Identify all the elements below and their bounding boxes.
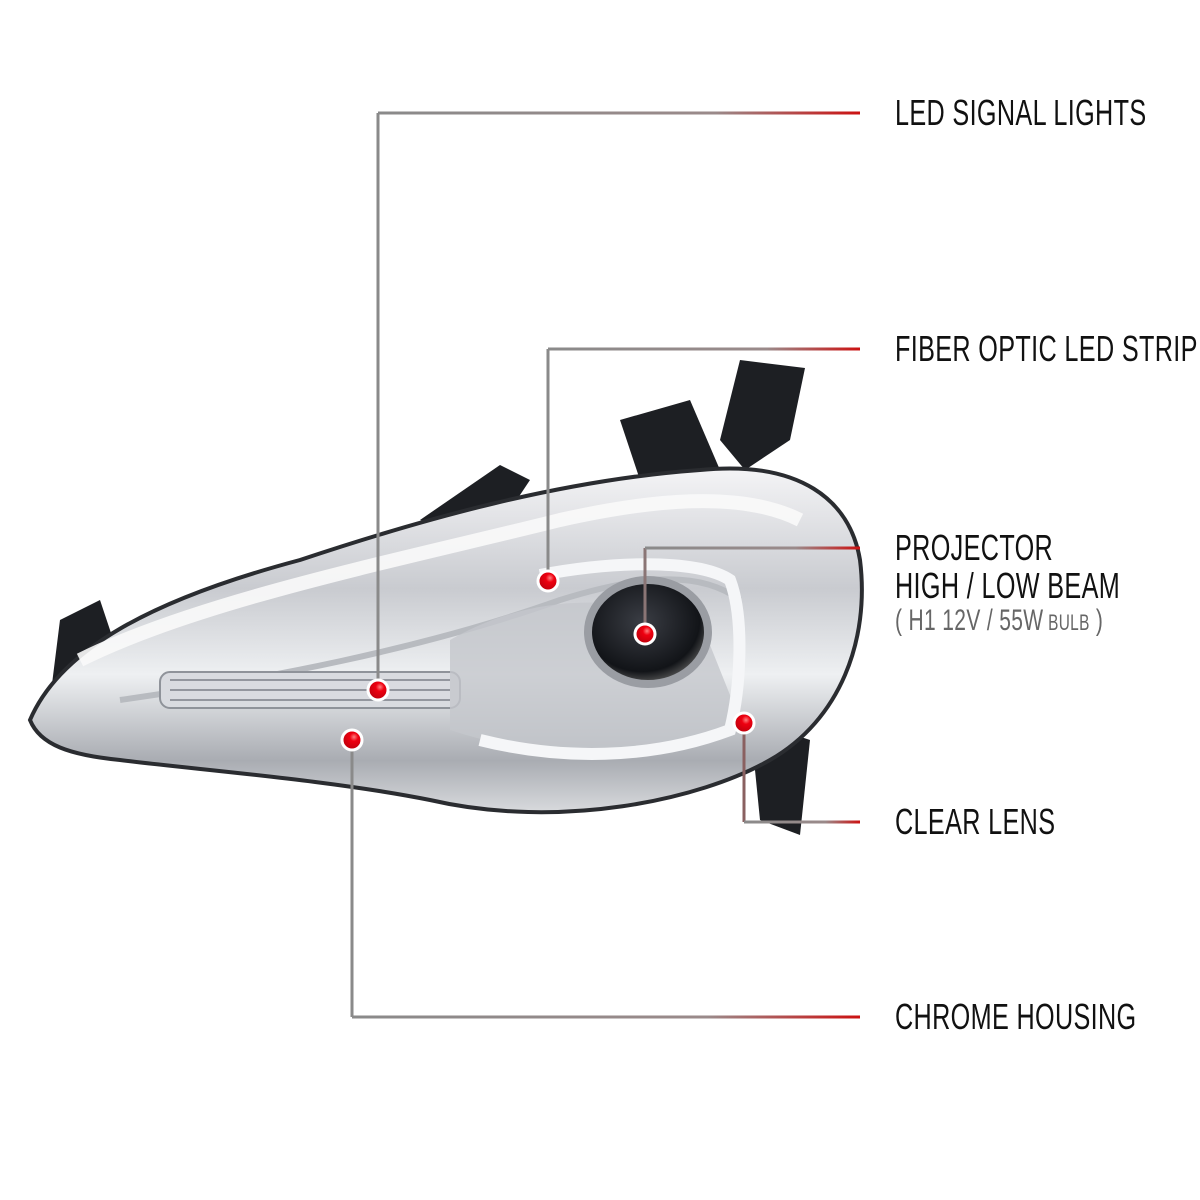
marker-fiber-optic xyxy=(536,569,560,593)
label-fiber-optic-led-strip: FIBER OPTIC LED STRIP xyxy=(895,328,1198,369)
fiber-optic-strip xyxy=(478,558,746,760)
label-led-signal-lights: LED SIGNAL LIGHTS xyxy=(895,92,1147,133)
spec-close: ) xyxy=(1089,604,1104,637)
marker-chrome-housing xyxy=(340,728,364,752)
label-clear-lens: CLEAR LENS xyxy=(895,801,1056,842)
spec-value: H1 12V / 55W xyxy=(908,604,1044,637)
marker-clear-lens xyxy=(732,711,756,735)
label-bulb-spec: ( H1 12V / 55W BULB ) xyxy=(895,606,1103,638)
spec-open: ( xyxy=(895,604,909,637)
label-chrome-housing: CHROME HOUSING xyxy=(895,996,1137,1037)
label-projector: PROJECTOR xyxy=(895,527,1054,568)
marker-projector xyxy=(633,622,657,646)
label-high-low-beam: HIGH / LOW BEAM xyxy=(895,565,1121,606)
spec-unit: BULB xyxy=(1043,610,1090,635)
callout-lines xyxy=(350,111,860,1019)
marker-led-signal xyxy=(366,678,390,702)
